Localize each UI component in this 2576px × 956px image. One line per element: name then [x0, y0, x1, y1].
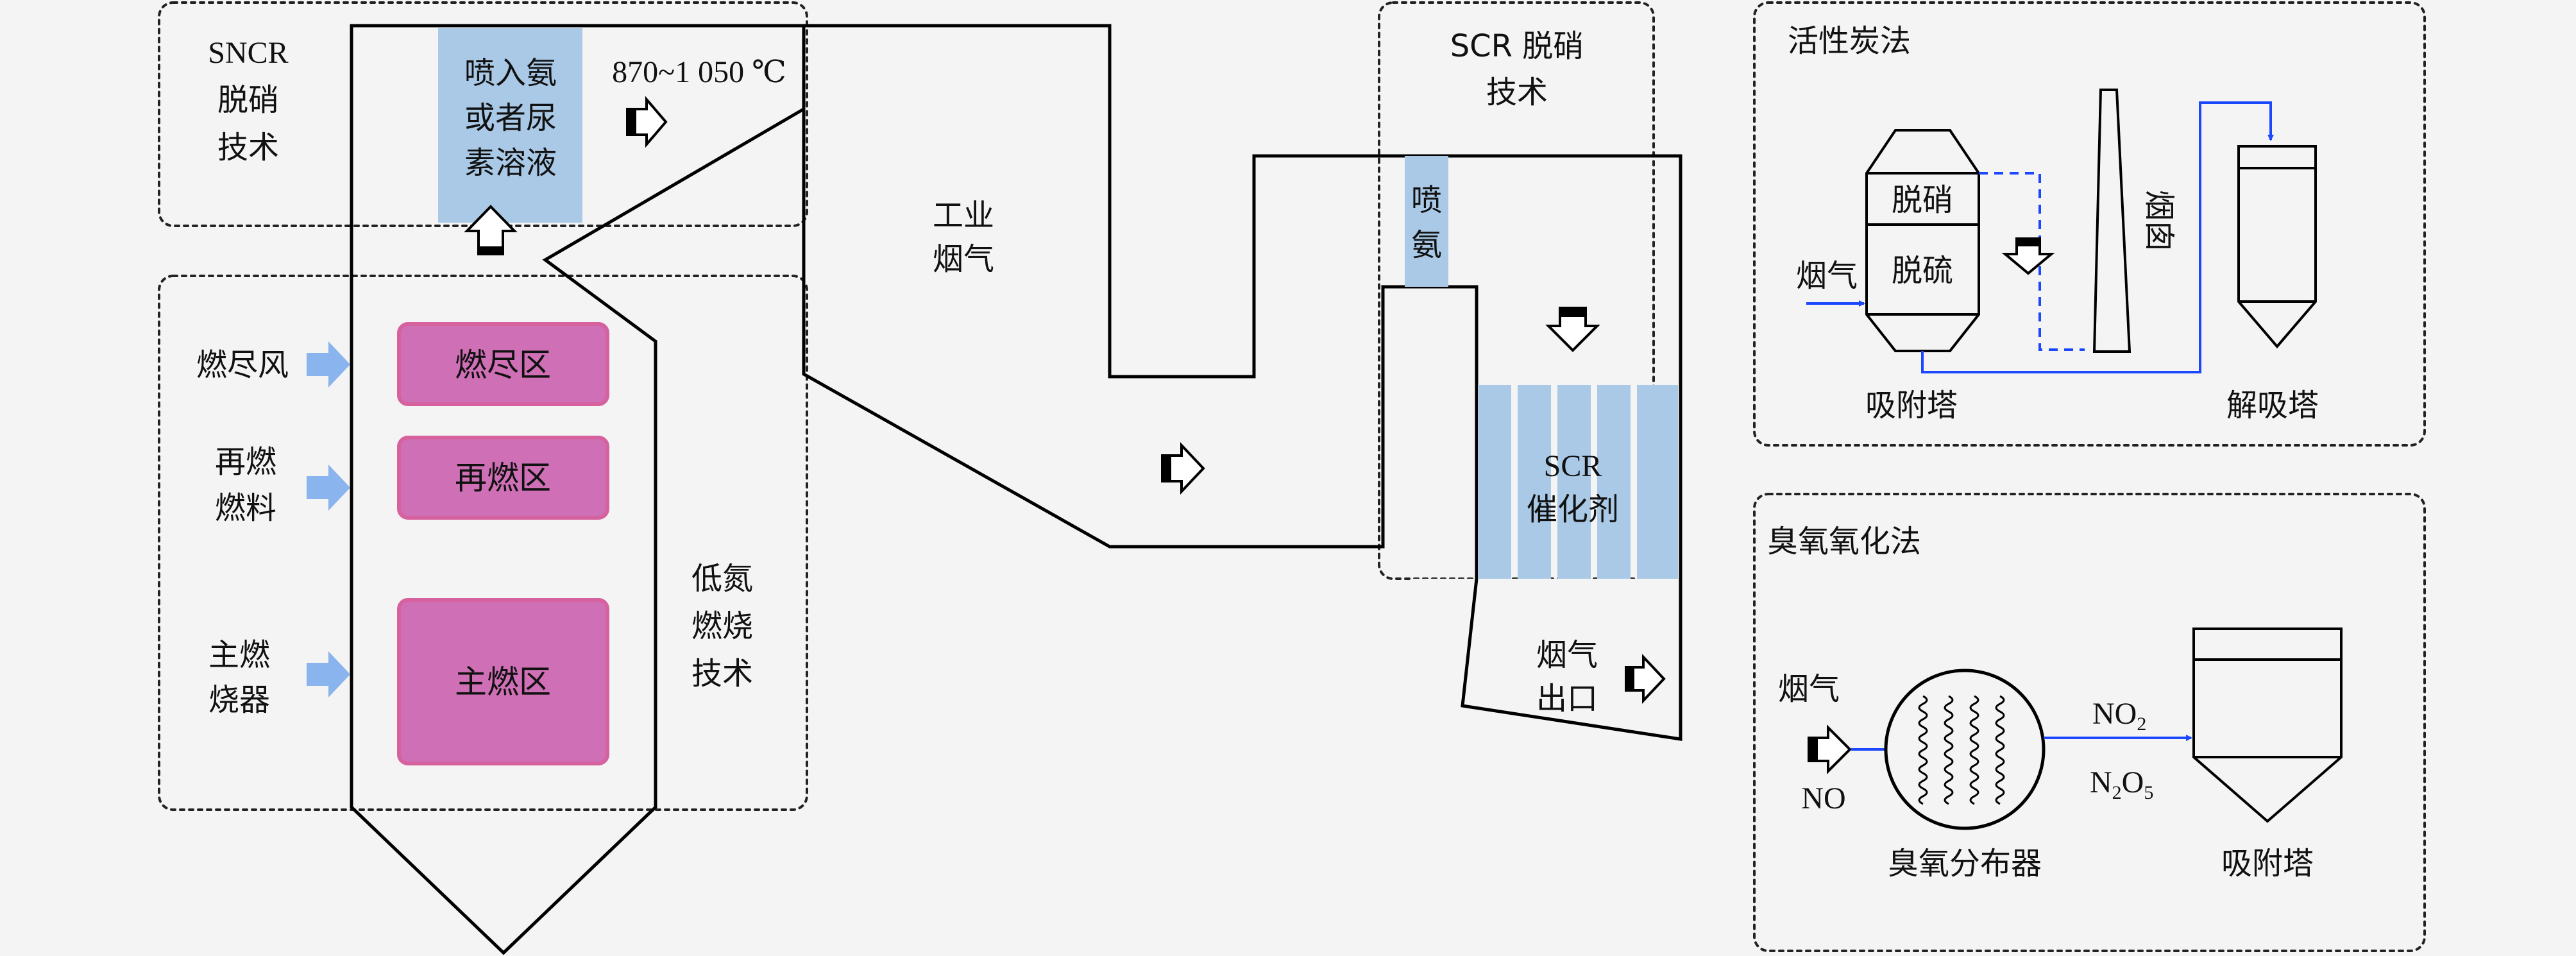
- low-nox-label-1: 低氮: [691, 561, 753, 597]
- sncr-inject-3: 素溶液: [464, 145, 557, 181]
- ozone-no-label: NO: [1801, 781, 1845, 815]
- ozone-adsorber-tower: [2192, 627, 2343, 823]
- chimney: [2092, 89, 2131, 353]
- ozone-distributor-label: 臭氧分布器: [1888, 846, 2042, 882]
- outlet-label-1: 烟气: [1536, 637, 1598, 673]
- outlet-arrow-tail-icon: [1626, 667, 1634, 690]
- reburn-zone-label: 再燃区: [455, 459, 551, 497]
- no2-label: NO2: [2092, 697, 2146, 735]
- scr-title-2: 技术: [1486, 74, 1548, 110]
- reburn-fuel-label-2: 燃料: [215, 490, 276, 526]
- ozone-box: [1753, 493, 2426, 952]
- hopper-mask: [1411, 579, 1738, 746]
- sncr-label-1: SNCR: [208, 36, 288, 70]
- outlet-label-2: 出口: [1536, 681, 1598, 717]
- n2o5-label: N2O5: [2090, 765, 2153, 803]
- ac-transfer-line: [1921, 101, 2274, 373]
- main-zone-label: 主燃区: [455, 663, 551, 701]
- activated-carbon-box: [1753, 1, 2426, 447]
- reburn-fuel-arrow-icon: [307, 465, 350, 511]
- flue-gas-label-2: 烟气: [933, 241, 994, 277]
- low-nox-box: [158, 275, 808, 811]
- scr-catalyst-label-1: SCR: [1544, 449, 1602, 483]
- desorber-label: 解吸塔: [2226, 388, 2319, 423]
- scr-ammonia-spray: [1405, 156, 1448, 287]
- scr-spray-label-2: 氨: [1411, 227, 1442, 263]
- chimney-label: 烟囱: [2141, 190, 2177, 252]
- ac-flue-gas-label: 烟气: [1796, 258, 1858, 294]
- low-nox-label-3: 技术: [691, 656, 753, 692]
- desulfurization-label: 脱硫: [1892, 253, 1953, 289]
- activated-carbon-title: 活性炭法: [1788, 23, 1911, 59]
- scr-catalyst: [1478, 385, 1678, 579]
- main-zone: [397, 598, 609, 765]
- low-nox-label-2: 燃烧: [691, 608, 753, 644]
- scr-title-1: SCR 脱硝: [1450, 28, 1584, 64]
- boiler-wall: [350, 24, 806, 955]
- burnout-air-arrow-icon: [307, 341, 350, 388]
- denitration-label: 脱硝: [1892, 182, 1953, 218]
- sncr-flow-arrow-tail-icon: [627, 109, 636, 135]
- sncr-inject-1: 喷入氨: [464, 55, 557, 91]
- sncr-label-3: 技术: [217, 130, 279, 166]
- sncr-temperature: 870~1 050 ℃: [612, 55, 786, 89]
- scr-down-arrow-tail-icon: [1560, 308, 1586, 317]
- flue-gas-label-1: 工业: [933, 198, 994, 234]
- burnout-zone: [397, 322, 609, 406]
- sncr-inject-2: 或者尿: [464, 100, 557, 136]
- outlet-hopper: [1461, 578, 1682, 741]
- ozone-distributor: [1884, 669, 2046, 830]
- reburn-zone: [397, 436, 609, 520]
- ozone-inlet-arrow-tail-icon: [1809, 738, 1818, 761]
- duct-lower-wall: [802, 109, 1479, 579]
- ac-down-arrow-tail-icon: [2017, 239, 2040, 246]
- adsorber-label: 吸附塔: [1865, 388, 1958, 423]
- desorber-tower: [2237, 145, 2317, 349]
- scr-spray-label-1: 喷: [1411, 182, 1442, 218]
- up-flow-arrow-tail-icon: [479, 246, 503, 255]
- sncr-label-2: 脱硝: [217, 82, 279, 118]
- ozone-adsorber-label: 吸附塔: [2221, 846, 2314, 882]
- main-burner-label-1: 主燃: [208, 637, 270, 673]
- burnout-zone-label: 燃尽区: [455, 346, 551, 384]
- burnout-air-label: 燃尽风: [196, 347, 289, 383]
- reburn-fuel-label-1: 再燃: [215, 444, 276, 480]
- ozone-title: 臭氧氧化法: [1767, 524, 1921, 559]
- main-burner-arrow-icon: [307, 651, 350, 697]
- duct-upper-wall: [804, 24, 1682, 579]
- duct-flow-arrow-tail-icon: [1162, 456, 1171, 481]
- main-burner-label-2: 烧器: [208, 682, 270, 718]
- ozone-flue-gas-label: 烟气: [1778, 671, 1840, 707]
- ozone-coils: [1918, 695, 2005, 805]
- scr-catalyst-label-2: 催化剂: [1527, 491, 1619, 527]
- sncr-injection-zone: [438, 28, 582, 223]
- adsorber-tower: [1865, 129, 1980, 352]
